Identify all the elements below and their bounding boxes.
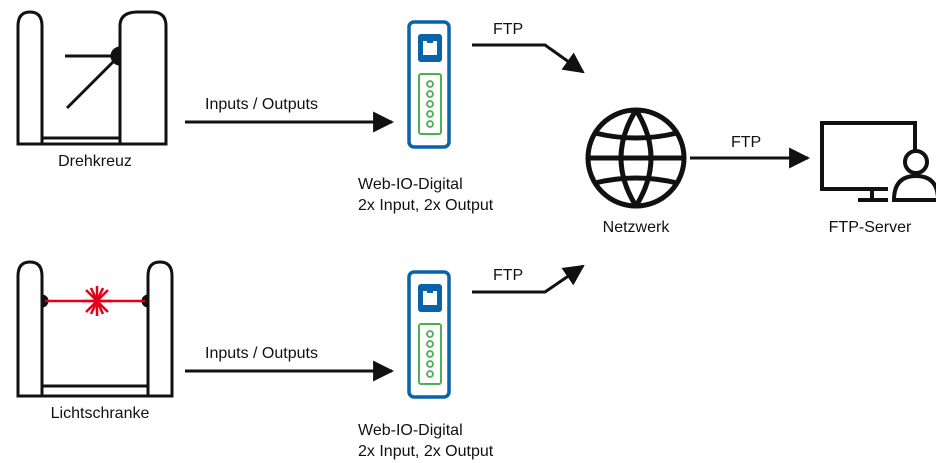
device-bottom-line2: 2x Input, 2x Output [358, 443, 494, 460]
device-top-line2: 2x Input, 2x Output [358, 197, 494, 214]
turnstile-label: Drehkreuz [58, 153, 132, 170]
light-barrier-label: Lichtschranke [50, 405, 150, 422]
device-bottom-line1: Web-IO-Digital [358, 422, 463, 439]
web-io-device-icon-bottom [407, 270, 451, 399]
network-label: Netzwerk [602, 219, 670, 236]
io-label-top: Inputs / Outputs [205, 96, 318, 113]
ftp-server-label: FTP-Server [828, 219, 912, 236]
laser-beam-icon [45, 286, 145, 316]
user-icon [891, 149, 936, 202]
ftp-label-server: FTP [731, 134, 762, 151]
ftp-arrow-top [472, 43, 585, 74]
ftp-arrow-bottom [472, 264, 585, 294]
device-top-line1: Web-IO-Digital [358, 176, 463, 193]
ftp-label-top: FTP [493, 21, 524, 38]
globe-network-icon [585, 107, 687, 209]
ftp-label-bottom: FTP [493, 267, 524, 284]
light-barrier-icon [16, 260, 174, 398]
turnstile-icon [16, 10, 168, 146]
io-label-bottom: Inputs / Outputs [205, 345, 318, 362]
ftp-server-monitor-icon [820, 121, 917, 202]
web-io-device-icon-top [407, 20, 451, 149]
